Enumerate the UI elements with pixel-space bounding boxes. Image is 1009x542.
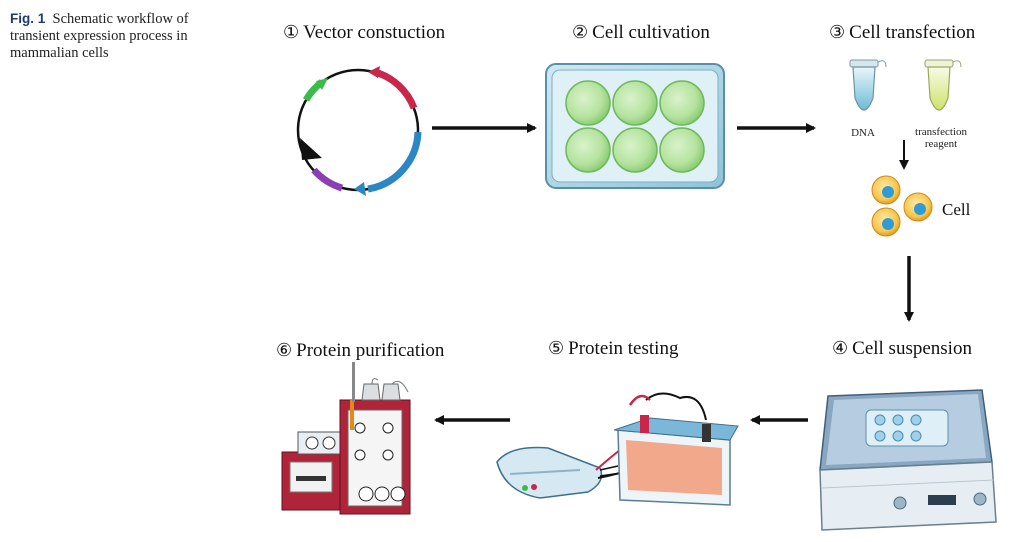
dna-tube-label: DNA	[851, 127, 875, 139]
reagent-tube	[924, 59, 962, 111]
step-2-label: Cell cultivation	[592, 22, 710, 43]
step-4-label: Cell suspension	[852, 338, 972, 359]
step-2-number: ②	[572, 22, 589, 43]
step-3-number: ③	[829, 22, 846, 43]
figure-caption-text: Schematic workflow of transient expressi…	[10, 11, 189, 61]
plasmid-blue-segment	[367, 131, 422, 193]
step-3-label: Cell transfection	[849, 22, 976, 43]
figure-label: Fig. 1	[10, 11, 46, 26]
figure-caption: Fig. 1 Schematic workflow of transient e…	[10, 10, 235, 62]
plasmid-purple-segment	[311, 167, 344, 192]
wells	[565, 80, 705, 173]
power-supply	[496, 446, 603, 499]
step-6-label: Protein purification	[296, 340, 445, 361]
reagent-label-line1: transfection	[915, 126, 967, 138]
cell-label: Cell	[942, 200, 971, 219]
transfected-cells	[871, 175, 933, 237]
plasmid-promoter-triangle	[300, 138, 322, 160]
plasmid-red-segment	[373, 68, 418, 110]
dna-tube	[849, 59, 887, 111]
step-5-number: ⑤	[548, 338, 565, 359]
plasmid-diagram	[296, 66, 422, 196]
reagent-label-line2: reagent	[924, 138, 958, 150]
reagent-tube-label: transfection reagent	[905, 126, 977, 150]
step-4-number: ④	[832, 338, 849, 359]
six-well-plate	[545, 63, 725, 189]
step-1-number: ①	[283, 22, 300, 43]
chromatography-system	[281, 362, 411, 515]
step-5-label: Protein testing	[568, 338, 679, 359]
step-1-label: Vector constuction	[303, 22, 446, 43]
step-6-number: ⑥	[276, 340, 293, 361]
electrophoresis-setup	[496, 392, 739, 506]
orbital-shaker	[819, 389, 997, 531]
